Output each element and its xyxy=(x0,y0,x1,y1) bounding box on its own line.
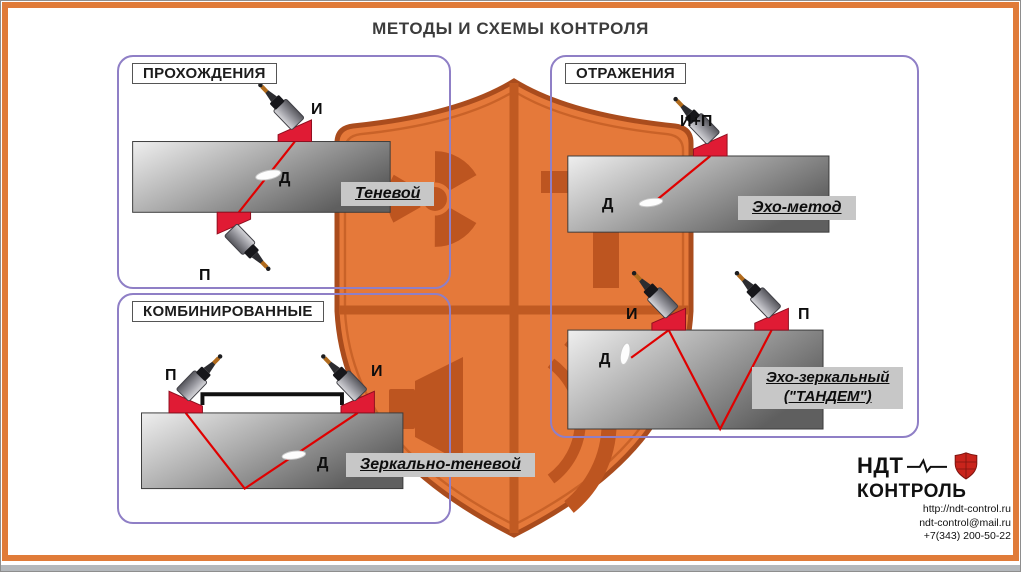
website-text: http://ndt-control.ru xyxy=(922,503,1011,515)
defect-indicator-tandem xyxy=(619,342,631,366)
tandem-emitter-label: И xyxy=(626,306,638,323)
panel-header-combined: КОМБИНИРОВАННЫЕ xyxy=(132,301,324,322)
echo-defect-label: Д xyxy=(602,196,614,213)
echo-beam xyxy=(654,155,711,203)
emitter-probe xyxy=(251,76,313,143)
page-title: МЕТОДЫ И СХЕМЫ КОНТРОЛЯ xyxy=(372,19,649,38)
email-text: ndt-control@mail.ru xyxy=(919,516,1011,529)
panel-reflection: ОТРАЖЕНИЯ И+П Д Эхо-метод И П Д Эхо-зерк… xyxy=(550,55,919,438)
specimen-bar-echo xyxy=(567,155,830,233)
tandem-beam-defect xyxy=(630,329,670,359)
tandem-receiver-label: П xyxy=(798,306,810,323)
ndt-control-logo: НДТ КОНТРОЛЬ http://ndt-control.ru ndt-c… xyxy=(857,449,1011,544)
tandem-defect-label: Д xyxy=(599,351,611,368)
brand-row: НДТ xyxy=(857,449,1011,483)
emitter-probe xyxy=(314,348,375,414)
method-label-mirror-shadow: Зеркально-теневой xyxy=(346,453,535,477)
panel-combined: КОМБИНИРОВАННЫЕ П И Д Зеркально-теневой xyxy=(117,293,535,524)
tandem-beam-v xyxy=(667,329,773,432)
method-label-shadow: Теневой xyxy=(341,182,435,206)
receiver-label: П xyxy=(165,367,177,384)
probe-connector-bar xyxy=(200,392,344,406)
receiver-probe xyxy=(216,211,277,278)
method-label-echo: Эхо-метод xyxy=(738,196,856,220)
bottom-gray-strip xyxy=(1,565,1020,571)
defect-indicator xyxy=(255,169,282,181)
defect-label: Д xyxy=(317,455,329,472)
panel-header-reflection: ОТРАЖЕНИЯ xyxy=(565,63,687,84)
panel-header-transmission: ПРОХОЖДЕНИЯ xyxy=(132,63,277,84)
receiver-probe xyxy=(168,348,229,414)
method-label-tandem: Эхо-зеркальный ("ТАНДЕМ") xyxy=(752,367,904,409)
red-shield-icon xyxy=(954,452,977,480)
defect-indicator xyxy=(281,450,307,460)
phone-text: +7(343) 200-50-22 xyxy=(923,530,1011,542)
defect-indicator-echo xyxy=(638,197,664,208)
brand-ndt: НДТ xyxy=(857,453,904,478)
tandem-receiver-probe xyxy=(728,264,789,331)
echo-probe-label: И+П xyxy=(680,113,713,130)
pulse-waveform-icon xyxy=(906,458,947,474)
combined-diagram xyxy=(141,348,404,491)
defect-label: Д xyxy=(279,170,291,187)
panel-transmission: ПРОХОЖДЕНИЯ И П Д Теневой xyxy=(117,55,451,289)
emitter-label: И xyxy=(371,363,383,380)
specimen-bar xyxy=(141,412,404,490)
mirror-shadow-beam xyxy=(184,412,359,491)
emitter-label: И xyxy=(311,101,323,118)
brand-kontrol: КОНТРОЛЬ xyxy=(857,481,967,502)
receiver-label: П xyxy=(199,267,211,284)
